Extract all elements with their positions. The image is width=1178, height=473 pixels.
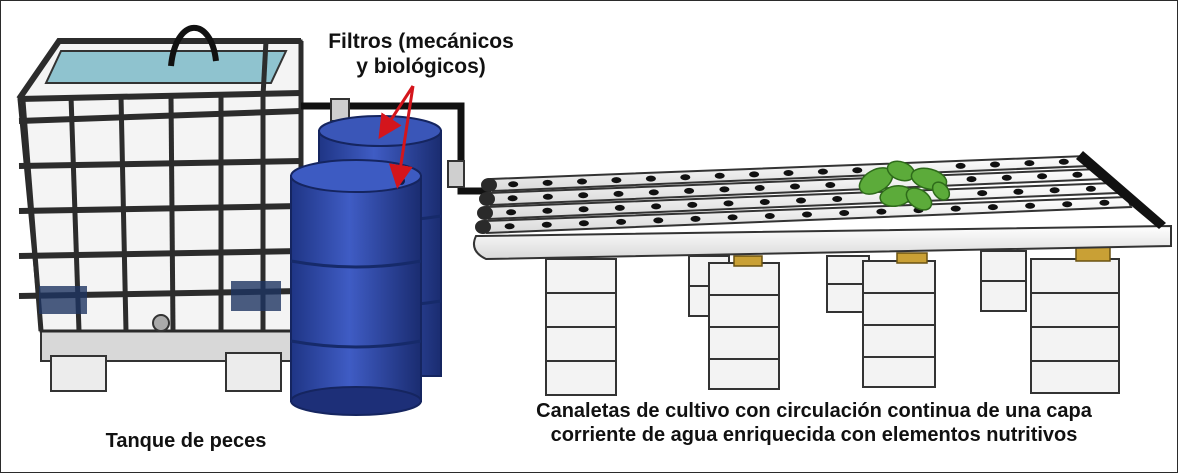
planting-hole <box>783 170 794 176</box>
planting-hole <box>749 171 760 178</box>
planting-hole <box>754 185 765 191</box>
planting-hole <box>542 193 553 200</box>
planting-hole <box>1062 201 1073 208</box>
planting-hole <box>1085 185 1096 192</box>
filters-label: Filtros (mecánicos y biológicos) <box>301 29 541 79</box>
planting-hole <box>506 209 517 216</box>
connecting-pipe-icon <box>301 102 491 195</box>
planting-hole <box>714 172 725 179</box>
planting-hole <box>977 190 988 197</box>
tank-label: Tanque de peces <box>105 430 267 452</box>
shims-icon <box>733 246 1111 267</box>
planting-hole <box>651 203 662 210</box>
planting-hole <box>1013 188 1024 195</box>
planting-hole <box>541 221 552 228</box>
planting-hole <box>990 161 1000 168</box>
planting-hole <box>802 211 812 218</box>
planting-hole <box>876 208 887 215</box>
planting-hole <box>727 214 738 221</box>
planting-hole <box>1001 174 1012 181</box>
planting-hole <box>577 178 587 185</box>
planting-hole <box>1024 160 1035 167</box>
channels-label: Canaletas de cultivo con circulación con… <box>489 399 1139 447</box>
planting-hole <box>839 210 850 216</box>
filter-arrows-icon <box>378 85 415 189</box>
planting-hole <box>759 199 770 205</box>
planting-hole <box>852 167 863 174</box>
support-blocks-icon <box>545 250 1120 396</box>
grow-channels-icon <box>473 151 1172 261</box>
planting-hole <box>578 192 589 199</box>
tank-foot-right <box>225 352 282 392</box>
planting-hole <box>680 174 691 181</box>
planting-hole <box>832 196 843 202</box>
barrel-front <box>290 175 422 402</box>
planting-hole <box>719 186 730 193</box>
filters-label-line2: y biológicos) <box>356 55 486 79</box>
filter-barrels-icon <box>290 115 442 416</box>
channels-label-line2: corriente de agua enriquecida con elemen… <box>550 424 1078 446</box>
planting-hole <box>508 181 519 188</box>
planting-hole <box>653 217 664 224</box>
planting-hole <box>987 204 998 211</box>
planting-hole <box>613 190 624 197</box>
planting-hole <box>723 200 734 207</box>
planting-hole <box>1025 202 1036 209</box>
planting-hole <box>950 205 961 212</box>
planting-hole <box>645 175 656 182</box>
planting-hole <box>542 179 553 186</box>
filters-label-line1: Filtros (mecánicos <box>328 30 514 53</box>
plant-icon <box>858 160 951 211</box>
channels-label-line1: Canaletas de cultivo con circulación con… <box>536 400 1092 422</box>
planting-hole <box>690 215 701 222</box>
planting-hole <box>578 220 589 227</box>
planting-hole <box>1072 171 1083 178</box>
planting-hole <box>616 218 627 225</box>
planting-hole <box>796 197 806 204</box>
planting-hole <box>817 168 828 175</box>
planting-hole <box>684 187 695 194</box>
planting-hole <box>764 213 775 219</box>
planting-hole <box>1099 199 1110 206</box>
planting-hole <box>504 223 515 230</box>
tank-foot-left <box>50 355 107 392</box>
planting-hole <box>955 162 966 169</box>
planting-hole <box>542 207 553 214</box>
planting-hole <box>507 195 518 202</box>
planting-hole <box>1049 187 1060 194</box>
planting-hole <box>1037 173 1048 180</box>
planting-hole <box>687 201 698 208</box>
planting-hole <box>1058 158 1069 165</box>
fish-tank-icon <box>16 24 312 392</box>
planting-hole <box>614 204 625 211</box>
planting-hole <box>790 183 800 190</box>
planting-hole <box>578 206 589 213</box>
planting-hole <box>966 176 977 183</box>
planting-hole <box>611 177 622 184</box>
planting-hole <box>648 189 659 196</box>
tank-water <box>44 50 288 84</box>
planting-hole <box>825 182 836 188</box>
